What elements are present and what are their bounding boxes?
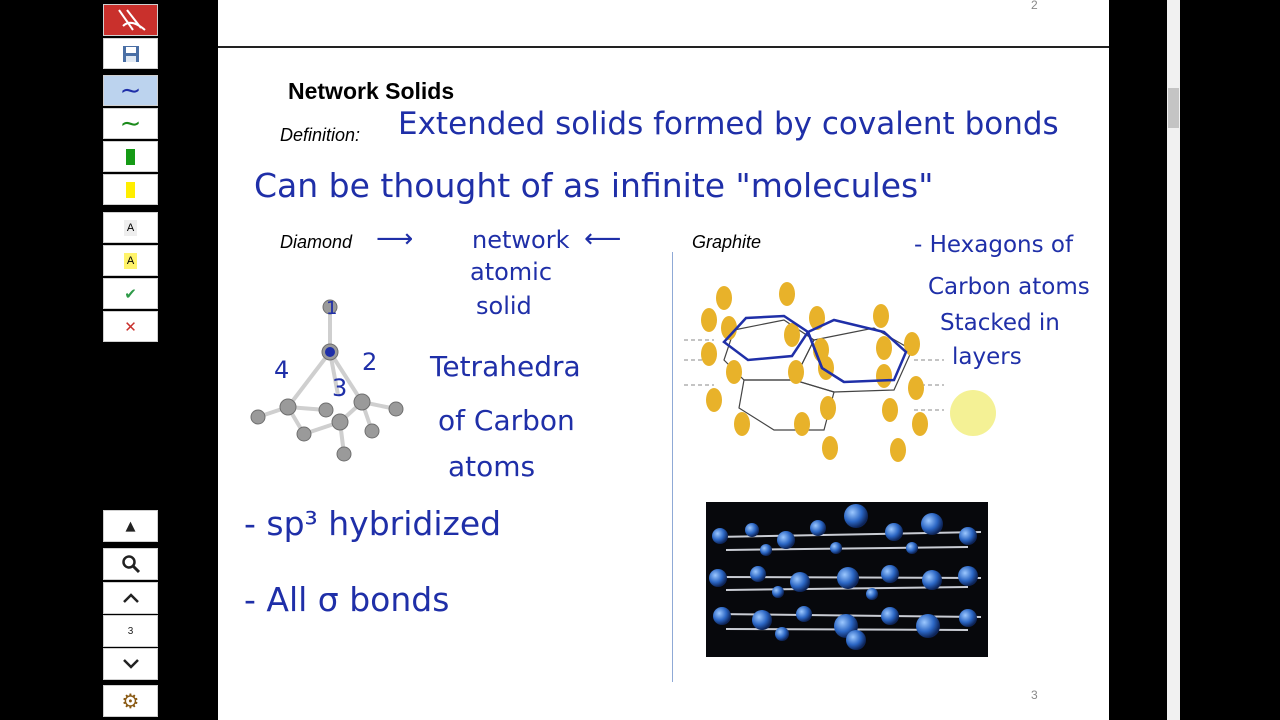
next-page-button[interactable] xyxy=(103,648,158,680)
pen-tool-icon xyxy=(117,9,146,31)
checkmark-button[interactable]: ✔ xyxy=(103,278,158,309)
blue-pen-icon: ∼ xyxy=(119,75,142,106)
yellow-highlighter-button[interactable] xyxy=(103,174,158,205)
document-page: 2 3 Network Solids Definition: Diamond G… xyxy=(218,0,1109,720)
chevron-up-icon xyxy=(122,593,139,603)
handwritten-sigma-bonds: - All σ bonds xyxy=(244,580,450,619)
vertical-scrollbar[interactable] xyxy=(1167,0,1180,720)
graphite-layers-render xyxy=(709,504,982,650)
handwritten-solid: solid xyxy=(476,292,532,320)
save-icon xyxy=(122,45,139,62)
page-title: Network Solids xyxy=(288,78,455,104)
blue-pen-button[interactable]: ∼ xyxy=(103,75,158,106)
annotation-toolbar: ∼ ∼ A A ✔ ✕ ▲ 3 ⚙ xyxy=(102,0,160,720)
handwritten-layers: layers xyxy=(952,344,1022,370)
handwritten-stacked: Stacked in xyxy=(940,310,1060,336)
handwritten-atomic: atomic xyxy=(470,258,553,286)
laser-pointer-dot xyxy=(950,390,996,436)
arrow-to-network: ⟶ xyxy=(376,224,414,254)
save-button[interactable] xyxy=(103,38,158,69)
green-pen-icon: ∼ xyxy=(119,108,142,139)
prev-page-button[interactable] xyxy=(103,582,158,614)
arrow-from-graphite: ⟵ xyxy=(584,224,622,254)
page-number-label: 3 xyxy=(1031,688,1038,702)
page-divider xyxy=(218,46,1109,48)
handwritten-sp3: - sp³ hybridized xyxy=(244,504,502,543)
text-tool-button[interactable]: A xyxy=(103,212,158,243)
ink-number-3: 3 xyxy=(332,374,347,402)
delete-button[interactable]: ✕ xyxy=(103,311,158,342)
handwritten-tetrahedra: Tetrahedra xyxy=(430,350,581,383)
graphite-orbital-illustration xyxy=(684,282,944,462)
handwritten-network: network xyxy=(472,226,570,254)
handwritten-atoms: atoms xyxy=(448,450,536,483)
delete-x-icon: ✕ xyxy=(124,317,137,336)
green-highlighter-icon xyxy=(126,148,135,165)
diamond-label: Diamond xyxy=(280,232,353,252)
text-tool-icon: A xyxy=(123,219,138,236)
page-number-field[interactable]: 3 xyxy=(103,615,158,647)
handwritten-of-carbon: of Carbon xyxy=(438,404,575,437)
ink-number-1: 1 xyxy=(326,298,337,319)
settings-button[interactable]: ⚙ xyxy=(103,685,158,717)
chevron-down-icon xyxy=(122,659,139,669)
green-pen-button[interactable]: ∼ xyxy=(103,108,158,139)
ink-number-4: 4 xyxy=(274,356,289,384)
handwritten-hexagons: - Hexagons of xyxy=(914,232,1074,258)
handwritten-definition: Extended solids formed by covalent bonds xyxy=(398,106,1059,142)
search-icon xyxy=(121,555,140,574)
scrollbar-thumb[interactable] xyxy=(1168,88,1179,128)
diamond-structure-illustration: 1 2 3 4 xyxy=(250,298,404,462)
text-highlight-icon: A xyxy=(123,252,138,269)
page-number: 3 xyxy=(127,625,134,637)
gear-icon: ⚙ xyxy=(121,689,140,713)
checkmark-icon: ✔ xyxy=(124,284,137,303)
graphite-layers-image xyxy=(706,502,988,657)
handwritten-molecules: Can be thought of as infinite "molecules… xyxy=(254,166,934,205)
handwritten-carbon-atoms: Carbon atoms xyxy=(928,274,1090,300)
ink-number-2: 2 xyxy=(362,348,377,376)
triangle-up-icon: ▲ xyxy=(125,518,136,534)
prev-page-number: 2 xyxy=(1031,0,1038,12)
graphite-label: Graphite xyxy=(692,232,762,252)
search-button[interactable] xyxy=(103,548,158,580)
green-highlighter-button[interactable] xyxy=(103,141,158,172)
pen-tool-button[interactable] xyxy=(103,4,158,36)
definition-label: Definition: xyxy=(280,125,361,145)
text-highlight-button[interactable]: A xyxy=(103,245,158,276)
scroll-top-button[interactable]: ▲ xyxy=(103,510,158,542)
column-divider xyxy=(672,252,673,682)
yellow-highlighter-icon xyxy=(126,181,135,198)
